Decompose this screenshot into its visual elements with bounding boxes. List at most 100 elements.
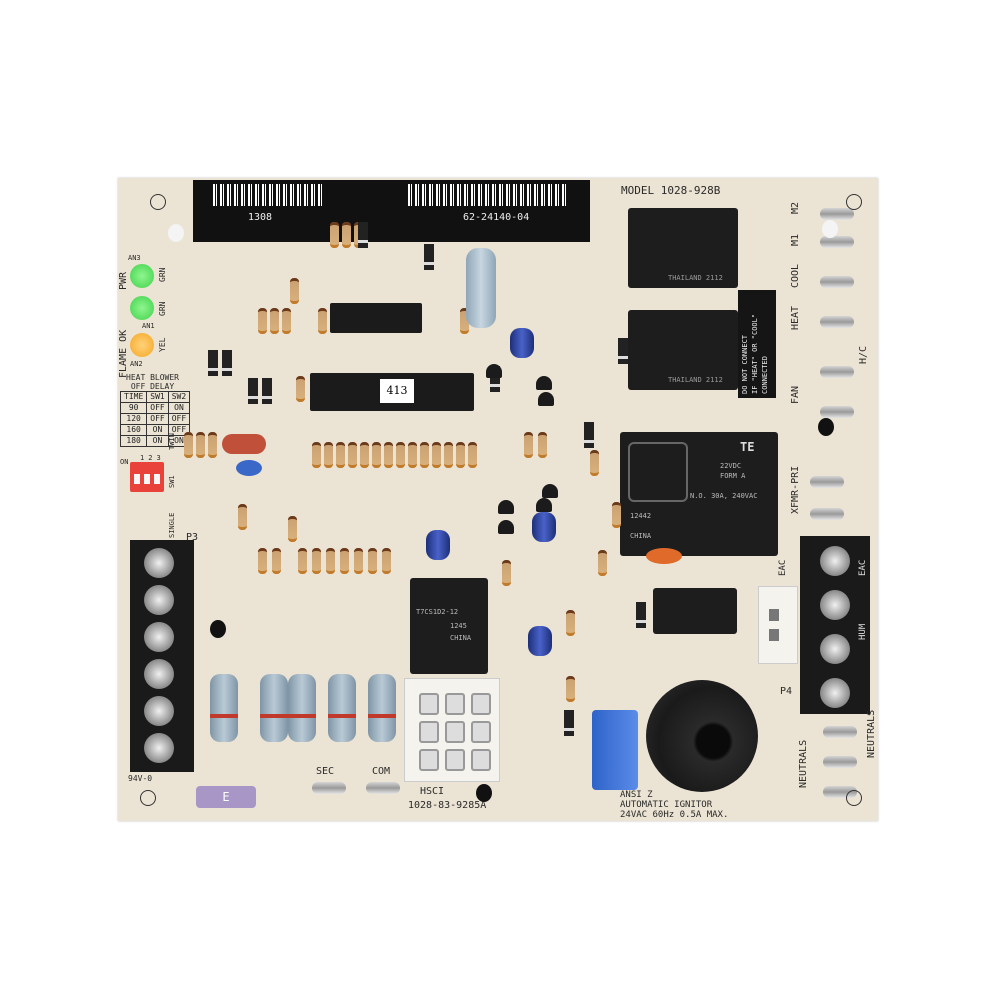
neutral-terminal[interactable] — [823, 726, 857, 738]
terminal-label: HEAT — [790, 305, 801, 330]
resistor — [298, 548, 307, 574]
resistor — [432, 442, 441, 468]
spade-terminal[interactable] — [820, 236, 854, 248]
mounting-hole — [846, 790, 862, 806]
p4-label: P4 — [780, 686, 793, 697]
connector-hsci[interactable] — [404, 678, 500, 782]
diode — [618, 338, 628, 364]
table-cell: ON — [146, 424, 169, 436]
resistor — [468, 442, 477, 468]
capacitor — [236, 460, 262, 476]
relay-k4: THAILAND 2112 — [628, 310, 738, 390]
label-left: 1308 — [248, 212, 273, 223]
ignitor-transformer — [646, 680, 758, 792]
spade-terminal[interactable] — [820, 276, 854, 288]
resistor — [238, 504, 247, 530]
relay-k5: THAILAND 2112 — [628, 208, 738, 288]
transistor — [486, 364, 502, 378]
resistor — [340, 548, 349, 574]
connector-pin — [471, 721, 491, 743]
diode — [248, 378, 258, 404]
eac-label: EAC — [778, 559, 788, 576]
com-terminal[interactable] — [366, 782, 400, 794]
dip-on-label: ON — [120, 458, 129, 466]
terminal-screw[interactable] — [820, 546, 850, 576]
electrolytic-capacitor — [510, 328, 534, 358]
ic-u1: 413 — [310, 373, 474, 411]
table-cell: 180 — [119, 435, 148, 447]
resistor — [354, 548, 363, 574]
table-cell: 120 — [119, 413, 148, 425]
power-resistor — [288, 674, 316, 742]
diode — [262, 378, 272, 404]
led-pwr-label: PWR — [118, 271, 129, 290]
circuit-board: 1308 62-24140-04 MODEL 1028-928B PWR FLA… — [118, 178, 878, 821]
film-capacitor — [592, 710, 638, 790]
diode — [222, 350, 232, 376]
diode — [636, 602, 646, 628]
terminal-screw[interactable] — [144, 548, 174, 578]
resistor — [288, 516, 297, 542]
resistor — [590, 450, 599, 476]
power-resistor — [328, 674, 356, 742]
fuse-resistor — [466, 248, 496, 328]
terminal-screw[interactable] — [144, 659, 174, 689]
terminal-screw[interactable] — [820, 634, 850, 664]
resistor — [270, 308, 279, 334]
resistor — [408, 442, 417, 468]
table-cell: OFF — [146, 413, 169, 425]
neutrals-label: NEUTRALS — [866, 709, 877, 758]
led-pwr — [130, 264, 154, 288]
terminal-screw[interactable] — [820, 678, 850, 708]
transistor — [542, 484, 558, 498]
terminal-screw[interactable] — [144, 622, 174, 652]
resistor — [318, 308, 327, 334]
dip-label: SW1 — [168, 475, 176, 488]
fuse[interactable]: E — [196, 786, 256, 808]
power-resistor — [368, 674, 396, 742]
power-resistor — [210, 674, 238, 742]
led-flame-ok — [130, 296, 154, 320]
resistor — [184, 432, 193, 458]
resistor — [258, 548, 267, 574]
resistor — [296, 376, 305, 402]
sec-terminal[interactable] — [312, 782, 346, 794]
neutral-terminal[interactable] — [823, 756, 857, 768]
dip-switch[interactable] — [130, 462, 164, 492]
connector-p2[interactable] — [758, 586, 798, 664]
transistor — [498, 500, 514, 514]
terminal-screw[interactable] — [144, 585, 174, 615]
spade-terminal[interactable] — [820, 208, 854, 220]
terminal-screw[interactable] — [144, 696, 174, 726]
terminal-label: COOL — [790, 263, 801, 288]
hsci-label: HSCI — [420, 786, 445, 797]
transistor — [536, 376, 552, 390]
relay-k3: TE 22VDC FORM A N.O. 30A, 240VAC 12442 C… — [620, 432, 778, 556]
terminal-label: XFMR-PRI — [790, 465, 801, 514]
terminal-screw[interactable] — [820, 590, 850, 620]
connector-pin — [471, 749, 491, 771]
led-color: GRN — [158, 267, 167, 282]
diode — [584, 422, 594, 448]
capacitor — [646, 548, 682, 564]
p3-label: P3 — [186, 532, 199, 543]
spade-terminal[interactable] — [810, 508, 844, 520]
electrolytic-capacitor — [426, 530, 450, 560]
spade-terminal[interactable] — [810, 476, 844, 488]
spade-terminal[interactable] — [820, 316, 854, 328]
single-label: SINGLE — [168, 512, 176, 538]
spade-terminal[interactable] — [820, 406, 854, 418]
resistor — [324, 442, 333, 468]
transistor — [538, 392, 554, 406]
resistor — [456, 442, 465, 468]
terminal-screw[interactable] — [144, 733, 174, 763]
spade-terminal[interactable] — [820, 366, 854, 378]
hum-label: HUM — [858, 623, 868, 640]
terminal-block-right — [800, 536, 870, 714]
connector-pin — [445, 693, 465, 715]
resistor — [336, 442, 345, 468]
resistor — [612, 502, 621, 528]
